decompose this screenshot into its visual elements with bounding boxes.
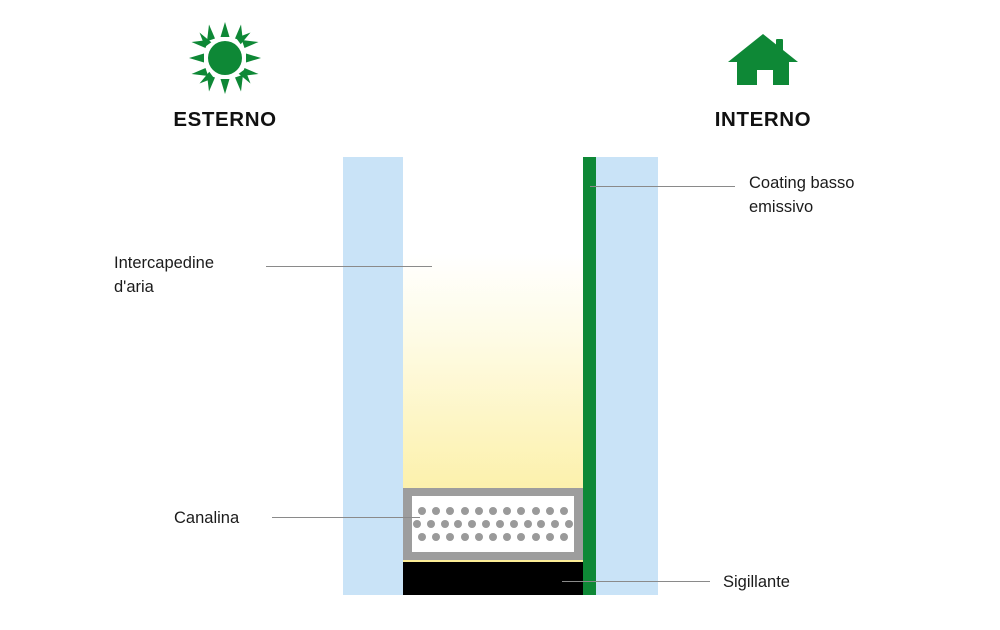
spacer-dot	[531, 507, 540, 515]
spacer-dot	[503, 533, 512, 541]
spacer-dot	[517, 533, 526, 541]
spacer-dot	[440, 520, 449, 528]
house-icon	[643, 22, 883, 94]
leader-line-sigillante	[562, 581, 710, 582]
spacer-dot	[537, 520, 546, 528]
spacer-dot	[488, 507, 497, 515]
spacer-dot	[426, 520, 435, 528]
spacer-dot	[488, 533, 497, 541]
spacer-dot	[474, 507, 483, 515]
spacer-desiccant-area	[412, 496, 574, 552]
spacer-dot	[446, 507, 455, 515]
callout-sigillante: Sigillante	[723, 573, 790, 591]
leader-line-coating	[590, 186, 735, 187]
spacer-dot	[551, 520, 560, 528]
spacer-dot	[432, 507, 441, 515]
spacer-dot	[495, 520, 504, 528]
callout-coating-basso-emissivo: Coating basso emissivo	[749, 174, 855, 216]
exterior-label: ESTERNO	[173, 108, 277, 131]
outer-glass-pane	[343, 157, 403, 595]
leader-line-intercapedine	[266, 266, 432, 267]
spacer-dot	[454, 520, 463, 528]
spacer-dot	[460, 507, 469, 515]
spacer-dot-row	[418, 507, 568, 516]
spacer-dot-row	[418, 533, 568, 542]
spacer-dot	[509, 520, 518, 528]
interior-side-group: INTERNO	[643, 22, 883, 131]
spacer-dot	[531, 533, 540, 541]
spacer-dot	[523, 520, 532, 528]
spacer-dot	[559, 533, 568, 541]
spacer-dot	[418, 507, 426, 515]
spacer-dot	[545, 533, 554, 541]
spacer-dot	[468, 520, 477, 528]
callout-canalina: Canalina	[174, 509, 240, 527]
spacer-dot	[446, 533, 455, 541]
spacer-dot	[517, 507, 526, 515]
low-emissivity-coating	[583, 157, 596, 595]
sealant-block	[403, 562, 583, 595]
spacer-dot	[503, 507, 512, 515]
spacer-dot	[460, 533, 469, 541]
spacer-dot	[474, 533, 483, 541]
callout-intercapedine: Intercapedine d'aria	[114, 254, 214, 296]
spacer-dot	[559, 507, 568, 515]
spacer-dot	[432, 533, 441, 541]
exterior-side-group: ESTERNO	[105, 22, 345, 131]
spacer-dot	[418, 533, 426, 541]
spacer-dot	[545, 507, 554, 515]
spacer-dot-row	[413, 520, 573, 529]
spacer-bar	[403, 488, 583, 560]
inner-glass-pane	[596, 157, 658, 595]
interior-label: INTERNO	[714, 108, 812, 131]
spacer-dot	[413, 520, 421, 528]
leader-line-canalina	[272, 517, 420, 518]
spacer-dot	[564, 520, 573, 528]
spacer-dot	[482, 520, 491, 528]
sun-icon	[105, 22, 345, 94]
